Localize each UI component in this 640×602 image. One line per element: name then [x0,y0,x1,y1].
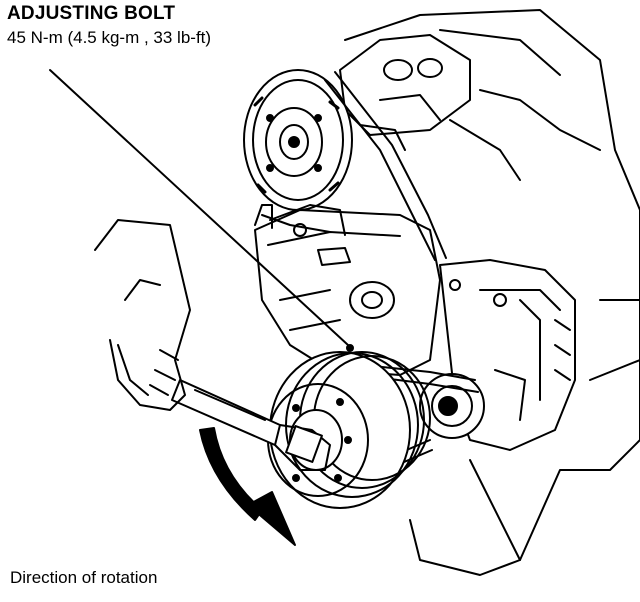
camshaft-pulley [243,69,353,211]
technician-hand [94,219,191,411]
engine-block [344,9,640,576]
figure-caption: Direction of rotation [10,568,158,587]
torque-spec: 45 N-m (4.5 kg-m , 33 lb-ft) [7,28,212,47]
rotation-direction-arrow [199,427,296,546]
callout-title: ADJUSTING BOLT [7,3,176,24]
tensioner-assembly [254,204,346,237]
callout-leader-line [49,69,349,346]
socket-wrench [171,379,331,471]
adjusting-bolt-marker [346,344,354,352]
cylinder-head [339,34,471,151]
crankshaft-pulley [267,351,431,509]
